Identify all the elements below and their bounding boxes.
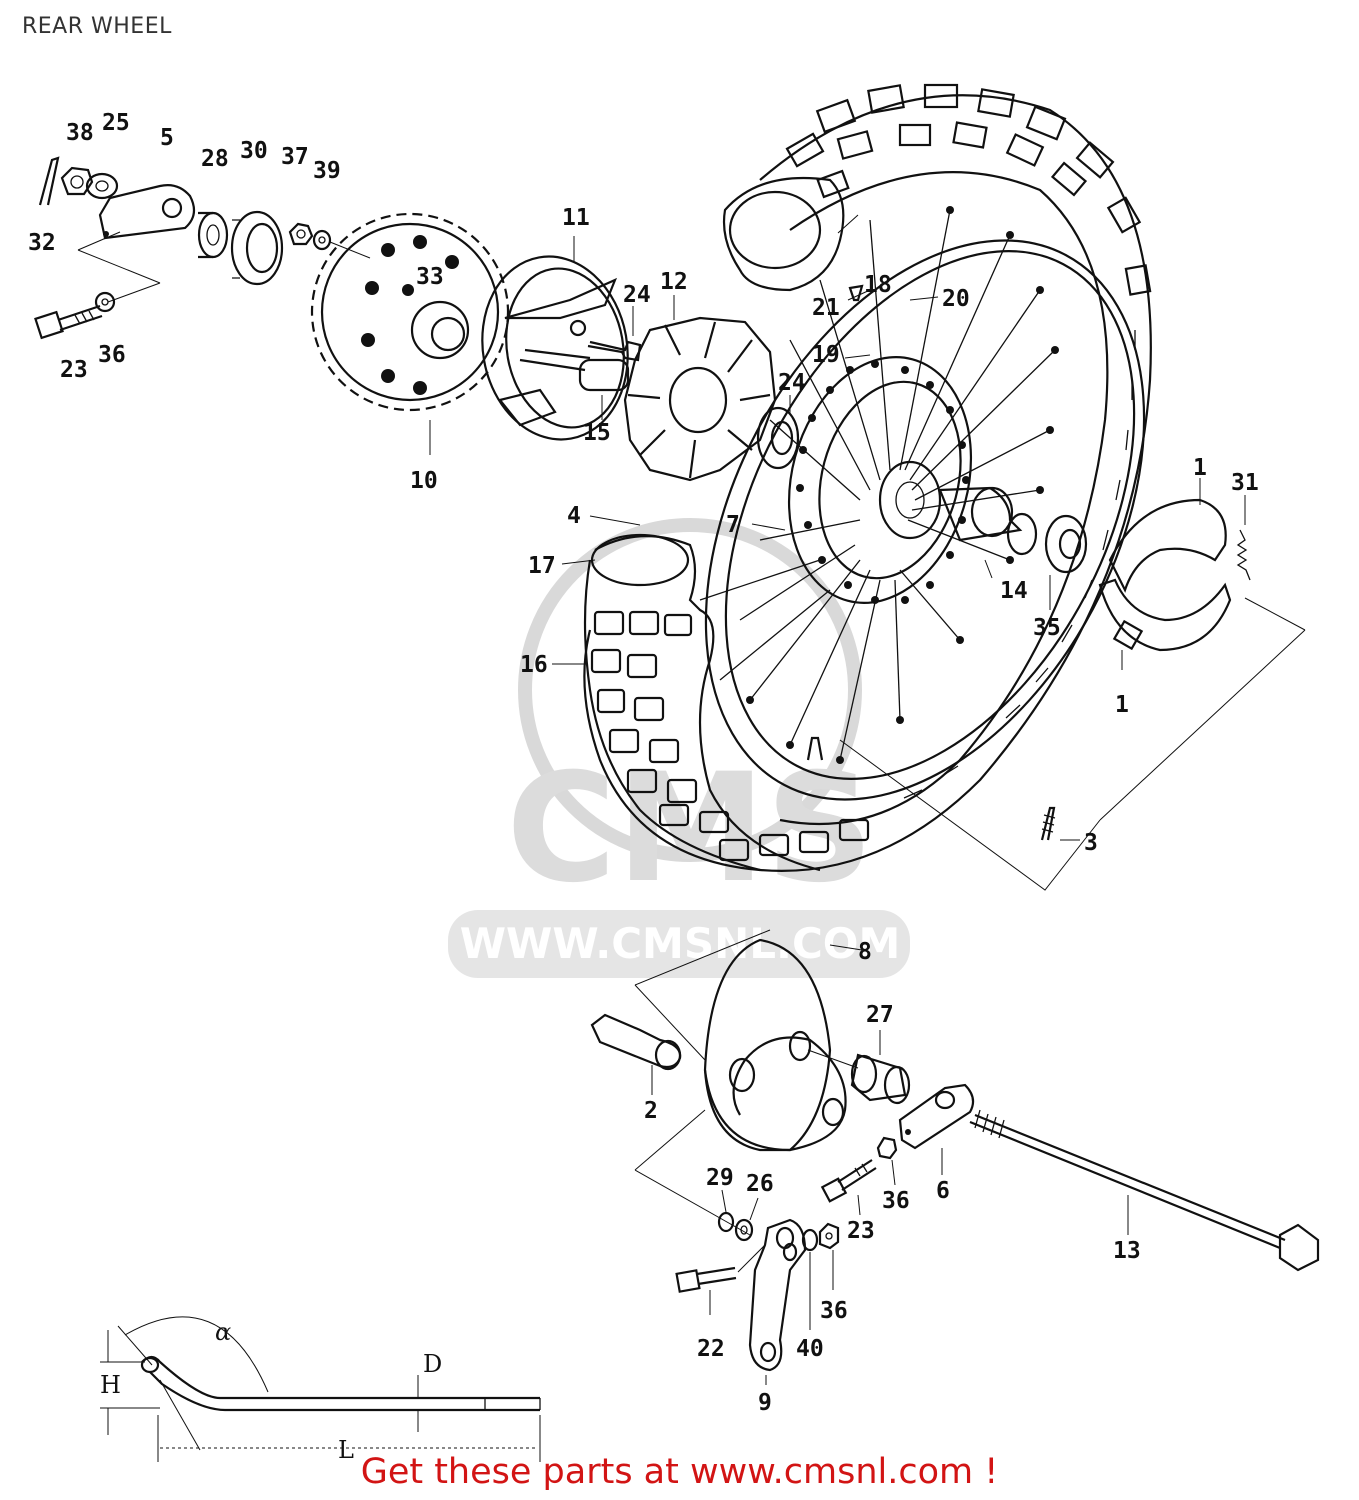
nut-37: [288, 222, 314, 246]
brake-panel-8: [703, 938, 847, 1152]
callout-36-panel: 36: [882, 1188, 910, 1214]
brake-arm-9: [748, 1218, 807, 1372]
callout-26: 26: [746, 1171, 774, 1197]
nut-36-panel: [876, 1136, 898, 1160]
callout-10: 10: [410, 468, 438, 494]
callout-11: 11: [562, 205, 590, 231]
chain-adjuster-6: [898, 1083, 975, 1150]
callout-22: 22: [697, 1336, 725, 1362]
washer-29: [717, 1211, 735, 1233]
final-driven-sprocket-10: [310, 212, 510, 412]
stopper-arm-5: [98, 184, 196, 240]
callout-30: 30: [240, 138, 268, 164]
callout-32: 32: [28, 230, 56, 256]
tire-valve-3: [1040, 806, 1056, 841]
callout-4: 4: [567, 503, 581, 529]
callout-13: 13: [1113, 1238, 1141, 1264]
promo-link[interactable]: Get these parts at www.cmsnl.com !: [360, 1452, 999, 1492]
watermark-url: WWW.CMSNL.COM: [460, 919, 901, 968]
callout-3: 3: [1084, 830, 1098, 856]
callout-27: 27: [866, 1002, 894, 1028]
callout-16: 16: [520, 652, 548, 678]
callout-7: 7: [726, 512, 740, 538]
callout-1-bottom: 1: [1115, 692, 1129, 718]
washer-26: [734, 1218, 754, 1242]
callout-36-top: 36: [98, 342, 126, 368]
brake-shoes-1: [1098, 498, 1232, 652]
callout-28: 28: [201, 146, 229, 172]
callout-21: 21: [812, 295, 840, 321]
washer-25: [85, 172, 119, 200]
bearing-35: [1044, 514, 1088, 574]
collar-27: [850, 1053, 911, 1105]
castle-nut-38: [60, 166, 94, 196]
brake-shoe-spring-31: [1236, 529, 1251, 581]
callout-14: 14: [1000, 578, 1028, 604]
callout-6: 6: [936, 1178, 950, 1204]
washer-39: [312, 229, 332, 251]
final-driven-flange-11: [481, 255, 630, 441]
callout-19: 19: [812, 342, 840, 368]
dimension-l: L: [338, 1436, 354, 1464]
callout-24-bearing: 24: [778, 370, 806, 396]
washer-40: [801, 1228, 819, 1252]
callout-40: 40: [796, 1336, 824, 1362]
callout-33: 33: [416, 264, 444, 290]
bolt-22: [675, 1266, 737, 1293]
callout-38: 38: [66, 120, 94, 146]
tire-cutaway-16: [583, 533, 870, 872]
watermark: CMS WWW.CMSNL.COM: [448, 518, 910, 978]
dimension-sketch: [100, 1316, 541, 1462]
callout-5: 5: [160, 125, 174, 151]
dimension-d: D: [423, 1350, 442, 1378]
callout-25: 25: [102, 110, 130, 136]
dimension-h: H: [100, 1371, 121, 1399]
callout-9: 9: [758, 1390, 772, 1416]
brake-cam-2: [590, 1013, 682, 1071]
callout-36-arm: 36: [820, 1298, 848, 1324]
callout-labels: 38 25 5 28 30 37 39 32 23 36 33 10 11 24…: [28, 110, 1259, 1416]
callout-18: 18: [864, 272, 892, 298]
dimension-alpha: α: [215, 1318, 231, 1346]
callout-23-panel: 23: [847, 1218, 875, 1244]
callout-15: 15: [583, 420, 611, 446]
callout-31: 31: [1231, 470, 1259, 496]
bolt-23-panel: [820, 1159, 877, 1203]
wheel-damper-12: [623, 316, 777, 482]
callout-17: 17: [528, 553, 556, 579]
watermark-logo: CMS: [506, 742, 873, 916]
callout-8: 8: [858, 939, 872, 965]
bearing-28: [197, 211, 229, 259]
page-title: REAR WHEEL: [22, 14, 172, 39]
callout-20: 20: [942, 286, 970, 312]
callout-35: 35: [1033, 615, 1061, 641]
valve-cap-21: [848, 284, 864, 302]
washer-36-top: [94, 291, 116, 313]
callout-23-top: 23: [60, 357, 88, 383]
bolt-24-flange: [587, 340, 642, 362]
callout-39: 39: [313, 158, 341, 184]
callout-12: 12: [660, 269, 688, 295]
bolt-23-top: [34, 304, 103, 340]
cotter-pin-32: [38, 156, 60, 206]
callout-24-flange: 24: [623, 282, 651, 308]
rear-wheel-assembly: [583, 83, 1152, 872]
oil-seal-30: [230, 210, 284, 286]
callout-37: 37: [281, 144, 309, 170]
callout-1-top: 1: [1193, 455, 1207, 481]
callout-29: 29: [706, 1165, 734, 1191]
nut-36-arm: [818, 1222, 840, 1250]
rear-axle-13: [969, 1109, 1320, 1272]
callout-2: 2: [644, 1098, 658, 1124]
